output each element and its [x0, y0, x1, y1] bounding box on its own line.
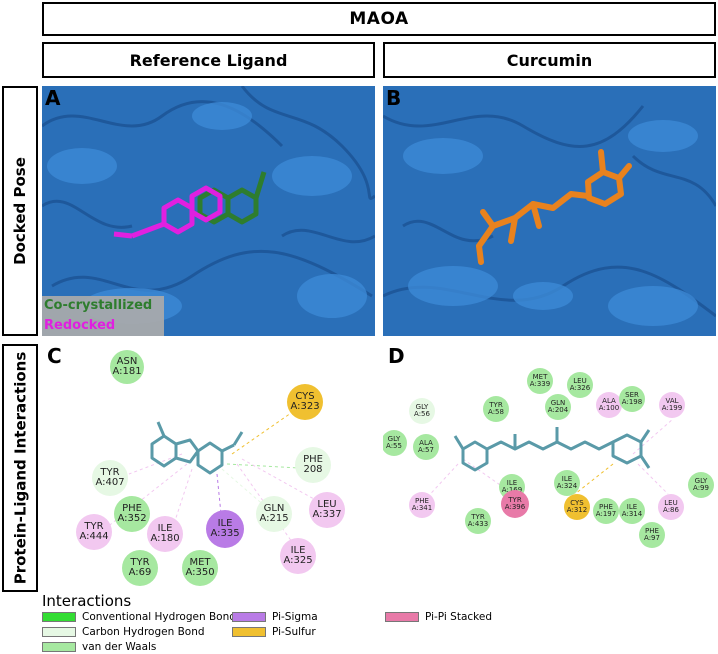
- legend-item-conv-hbond: Conventional Hydrogen Bond: [42, 611, 236, 623]
- legend-title: Interactions: [42, 592, 132, 610]
- header-text: Curcumin: [506, 50, 593, 70]
- legend-item-vdw: van der Waals: [42, 641, 156, 653]
- panel-b-docked-pose: B: [383, 86, 716, 336]
- protein-cartoon-a: [42, 86, 375, 336]
- pose-legend: Co-crystallized Redocked: [42, 296, 164, 336]
- header-text: Reference Ligand: [129, 50, 288, 70]
- title-text: MAOA: [349, 9, 409, 29]
- figure-title: MAOA: [42, 2, 716, 36]
- column-header-reference: Reference Ligand: [42, 42, 375, 78]
- legend-item-pi-sigma: Pi-Sigma: [232, 611, 318, 623]
- legend-redocked: Redocked: [44, 318, 116, 333]
- panel-label-a: A: [45, 86, 61, 110]
- redocked-ligand: [113, 185, 223, 239]
- row-header-interactions: Protein-Ligand Interactions: [2, 344, 38, 592]
- panel-label-c: C: [47, 344, 62, 368]
- protein-cartoon-b: [383, 86, 716, 336]
- column-header-curcumin: Curcumin: [383, 42, 716, 78]
- interactions-legend: Interactions Conventional Hydrogen Bond …: [42, 592, 716, 654]
- panel-label-b: B: [386, 86, 402, 110]
- legend-item-pipi: Pi-Pi Stacked: [385, 611, 492, 623]
- ligand-2d-d: [422, 418, 674, 503]
- legend-item-carbon-hbond: Carbon Hydrogen Bond: [42, 626, 205, 638]
- row-header-text: Protein-Ligand Interactions: [11, 351, 29, 585]
- panel-a-docked-pose: A: [42, 86, 375, 336]
- legend-item-pi-sulfur: Pi-Sulfur: [232, 626, 316, 638]
- panel-label-d: D: [388, 344, 405, 368]
- legend-cocrystal: Co-crystallized: [44, 298, 153, 313]
- curcumin-ligand: [476, 149, 632, 265]
- row-header-text: Docked Pose: [11, 157, 30, 265]
- row-header-docked-pose: Docked Pose: [2, 86, 38, 336]
